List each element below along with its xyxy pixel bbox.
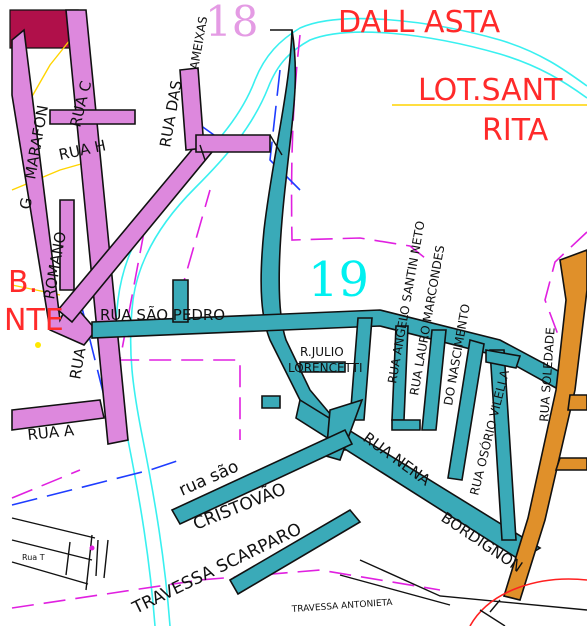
yellow-marker (35, 342, 41, 348)
rua-sao-pedro-label: RUA SÃO PEDRO (100, 305, 225, 324)
left-nte-label: NTE (4, 303, 64, 338)
rua-soledade-label: RUA SOLEDADE (537, 327, 558, 422)
lot-santa-label: LOT.SANT (418, 73, 563, 108)
rua-t-label: Rua T (22, 553, 45, 562)
dall-asta-label: DALL ASTA (338, 5, 501, 40)
orange-branch (567, 394, 587, 411)
rua-das-label: RUA DAS (156, 79, 185, 149)
rua-soledade-road (502, 249, 587, 601)
left-b-label: B. (8, 265, 38, 300)
purple-streets (11, 9, 271, 445)
boundary-lines-magenta (11, 34, 587, 609)
rua-romano-label: RUA (66, 346, 89, 381)
rua-a-label: RUA A (27, 421, 76, 444)
arrow-mark (479, 599, 506, 626)
block-number-19: 19 (308, 252, 369, 308)
r-julio-label: R.JULIO (300, 345, 344, 359)
block-number-18: 18 (205, 0, 258, 46)
red-boundary-arc (469, 578, 587, 626)
lorencetti-label: LORENCETTI (288, 361, 363, 375)
g-label: G (16, 196, 36, 211)
magenta-marker (89, 545, 95, 551)
travessa-antonieta-label: TRAVESSA ANTONIETA (291, 598, 394, 615)
road-outlines (11, 134, 587, 611)
rita-label: RITA (482, 113, 549, 148)
teal-streets (91, 29, 561, 596)
orange-branch (554, 457, 587, 471)
